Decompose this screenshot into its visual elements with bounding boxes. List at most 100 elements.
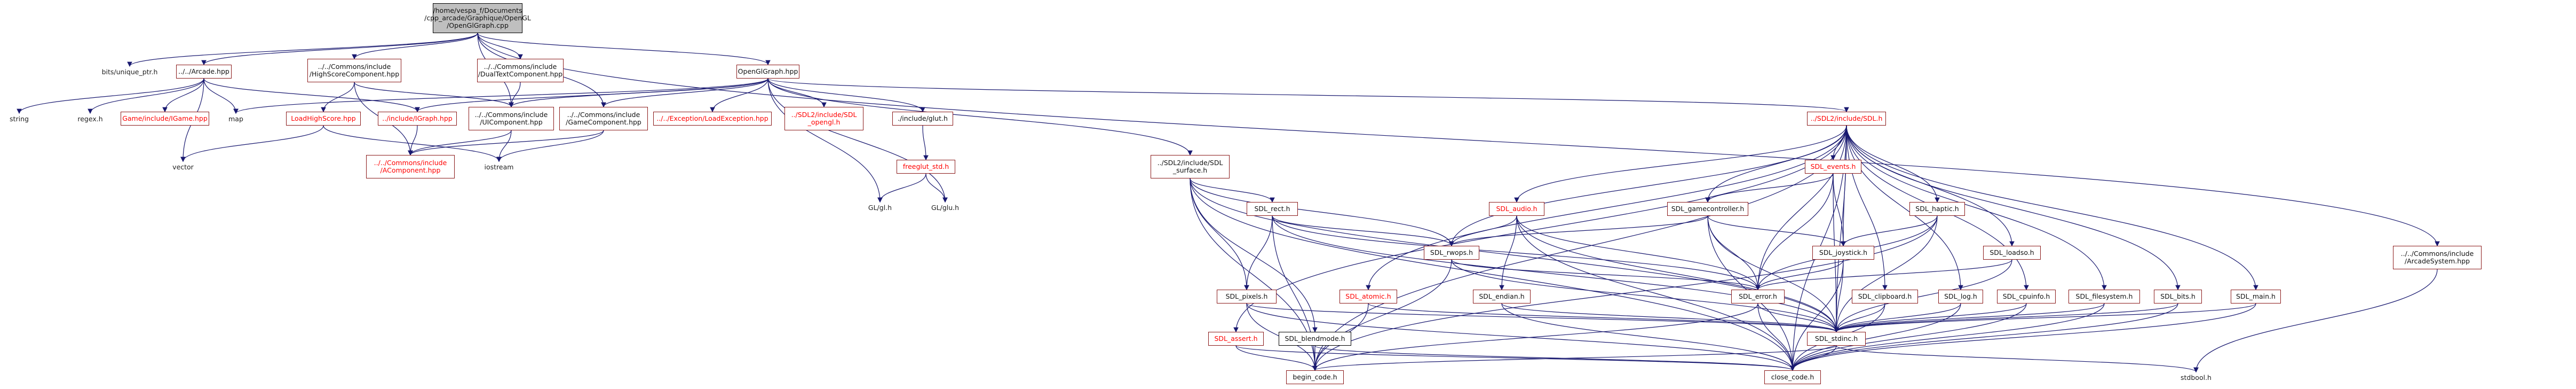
node-sdl-rwops[interactable]: SDL_rwops.h (1424, 246, 1479, 260)
edge-openglgraph-hpp-to-gamecomponent (601, 78, 768, 108)
edge-sdl-endian-to-sdl-stdinc (1501, 303, 1839, 333)
edge-loadhighscore-to-vector (180, 125, 324, 162)
node-sdl-surface[interactable]: ../SDL2/include/SDL _surface.h (1151, 155, 1230, 178)
node-gl-gl[interactable]: GL/gl.h (868, 204, 892, 212)
edge-sdl-gamecontroller-to-sdl-error (1707, 215, 1761, 291)
node-regex[interactable]: regex.h (77, 115, 103, 123)
edge-sdl-h-to-sdl-rwops (1449, 125, 1847, 247)
node-sdl-stdinc[interactable]: SDL_stdinc.h (1807, 332, 1866, 346)
edge-openglgraph-hpp-to-gl-gl (767, 78, 883, 203)
edge-sdl-haptic-to-begin-code (1312, 215, 1938, 371)
node-include-glut[interactable]: ./include/glut.h (892, 112, 953, 126)
edge-sdl-h-to-sdl-bits (1846, 125, 2181, 291)
node-sdl-opengl[interactable]: ../SDL2/include/SDL _opengl.h (784, 107, 863, 130)
edge-include-glut-to-freeglut-std (922, 125, 929, 161)
node-uicomponent[interactable]: ../../Commons/include /UIComponent.hpp (469, 107, 554, 130)
edge-sdl-error-to-begin-code (1312, 303, 1758, 371)
node-vector[interactable]: vector (172, 163, 194, 171)
edge-arcade-hpp-to-igraph (203, 78, 420, 113)
edge-arcadesystem-to-stdbool (2193, 269, 2438, 373)
edge-sdl-h-to-sdl-atomic (1366, 125, 1847, 291)
node-sdl-assert[interactable]: SDL_assert.h (1208, 332, 1264, 346)
edge-arcade-hpp-to-regex (88, 78, 204, 114)
edge-sdl-stdinc-to-stdbool (1836, 345, 2199, 373)
edge-sdl-main-to-close-code (1790, 303, 2256, 371)
node-close-code[interactable]: close_code.h (1764, 370, 1821, 384)
edge-sdl-joystick-to-sdl-stdinc (1834, 259, 1844, 333)
node-sdl-cpuinfo[interactable]: SDL_cpuinfo.h (1997, 290, 2056, 304)
edge-sdl-rect-to-sdl-pixels (1244, 215, 1273, 291)
node-sdl-h[interactable]: ../SDL2/include/SDL.h (1807, 112, 1886, 126)
edge-sdl-surface-to-close-code (1190, 178, 1795, 371)
edge-openglgraph-hpp-to-gl-glu (767, 78, 948, 203)
edge-sdl-main-to-sdl-stdinc (1834, 303, 2256, 333)
edge-sdl-rwops-to-sdl-stdinc (1451, 259, 1839, 333)
node-sdl-joystick[interactable]: SDL_joystick.h (1812, 246, 1874, 260)
node-igraph[interactable]: ../include/IGraph.hpp (378, 112, 457, 126)
edge-sdl-atomic-to-sdl-stdinc (1368, 303, 1839, 333)
node-openglgraph-hpp[interactable]: OpenGlGraph.hpp (736, 65, 799, 79)
node-bits-unique-ptr[interactable]: bits/unique_ptr.h (101, 68, 158, 76)
node-sdl-endian[interactable]: SDL_endian.h (1473, 290, 1531, 304)
node-begin-code[interactable]: begin_code.h (1286, 370, 1344, 384)
edge-openglgraph-hpp-to-uicomponent (509, 78, 768, 108)
node-sdl-atomic[interactable]: SDL_atomic.h (1339, 290, 1397, 304)
node-stdbool[interactable]: stdbool.h (2181, 374, 2212, 382)
node-sdl-pixels[interactable]: SDL_pixels.h (1217, 290, 1277, 304)
edge-openglgraph-hpp-to-include-glut (767, 78, 925, 113)
node-loadhighscore[interactable]: LoadHighScore.hpp (286, 112, 361, 126)
node-acomponent[interactable]: ../../Commons/include /AComponent.hpp (366, 155, 455, 178)
root-node[interactable]: /home/vespa_f/Documents /cpp_arcade/Grap… (424, 3, 531, 33)
edge-sdl-loadso-to-sdl-stdinc (1834, 259, 2012, 333)
edge-arcade-hpp-to-string (17, 78, 204, 114)
node-map[interactable]: map (228, 115, 243, 123)
edge-sdl-rect-to-sdl-stdinc (1272, 215, 1839, 333)
edge-root-node-to-arcade-hpp (201, 33, 478, 66)
edge-arcade-hpp-to-map (203, 78, 239, 114)
edge-loadhighscore-to-iostream (323, 125, 502, 162)
edge-root-node-to-arcadesystem (477, 33, 2440, 247)
edge-sdl-audio-to-sdl-endian (1499, 215, 1517, 291)
node-sdl-bits[interactable]: SDL_bits.h (2154, 290, 2202, 304)
node-sdl-events[interactable]: SDL_events.h (1805, 160, 1861, 174)
node-sdl-filesystem[interactable]: SDL_filesystem.h (2068, 290, 2140, 304)
edge-sdl-stdinc-to-begin-code (1312, 345, 1837, 371)
node-arcade-hpp[interactable]: ../../Arcade.hpp (176, 65, 232, 79)
edge-sdl-audio-to-sdl-stdinc (1516, 215, 1839, 333)
node-loadexception[interactable]: ../../Exception/LoadException.hpp (653, 112, 772, 126)
edge-sdl-rect-to-sdl-rwops (1272, 215, 1454, 247)
edge-sdl-blendmode-to-close-code (1314, 345, 1795, 371)
node-sdl-rect[interactable]: SDL_rect.h (1247, 202, 1298, 216)
node-highscore-component[interactable]: ../../Commons/include /HighScoreComponen… (307, 59, 401, 82)
node-sdl-log[interactable]: SDL_log.h (1938, 290, 1983, 304)
edge-root-node-to-openglgraph-hpp (477, 33, 771, 66)
node-freeglut-std[interactable]: freeglut_std.h (897, 160, 955, 174)
node-sdl-haptic[interactable]: SDL_haptic.h (1909, 202, 1965, 216)
node-sdl-main[interactable]: SDL_main.h (2231, 290, 2281, 304)
node-gamecomponent[interactable]: ../../Commons/include /GameComponent.hpp (559, 107, 648, 130)
edge-sdl-bits-to-sdl-stdinc (1834, 303, 2178, 333)
edge-root-node-to-highscore-component (352, 33, 478, 60)
edge-sdl-gamecontroller-to-sdl-rwops (1449, 215, 1708, 247)
node-sdl-gamecontroller[interactable]: SDL_gamecontroller.h (1667, 202, 1748, 216)
node-sdl-error[interactable]: SDL_error.h (1731, 290, 1785, 304)
node-sdl-loadso[interactable]: SDL_loadso.h (1983, 246, 2041, 260)
edge-gamecomponent-to-iostream (496, 130, 604, 162)
node-gl-glu[interactable]: GL/glu.h (931, 204, 960, 212)
node-sdl-audio[interactable]: SDL_audio.h (1489, 202, 1544, 216)
edge-sdl-joystick-to-sdl-error (1755, 259, 1844, 291)
edge-openglgraph-hpp-to-map (233, 78, 768, 114)
edge-sdl-assert-to-close-code (1235, 345, 1795, 371)
node-iostream[interactable]: iostream (484, 163, 514, 171)
node-sdl-blendmode[interactable]: SDL_blendmode.h (1279, 332, 1351, 346)
node-string[interactable]: string (10, 115, 29, 123)
node-dualtext-component[interactable]: ../../Commons/include /DualTextComponent… (477, 59, 564, 82)
node-igame[interactable]: Game/include/IGame.hpp (121, 112, 209, 126)
edge-sdl-audio-to-sdl-rwops (1449, 215, 1517, 247)
edge-sdl-pixels-to-close-code (1246, 303, 1795, 371)
edge-root-node-to-bits-unique-ptr (127, 33, 478, 67)
edge-sdl-surface-to-sdl-rect (1190, 178, 1275, 203)
node-sdl-clipboard[interactable]: SDL_clipboard.h (1852, 290, 1918, 304)
edge-sdl-log-to-close-code (1790, 303, 1961, 371)
node-arcadesystem[interactable]: ../../Commons/include /ArcadeSystem.hpp (2393, 246, 2482, 269)
